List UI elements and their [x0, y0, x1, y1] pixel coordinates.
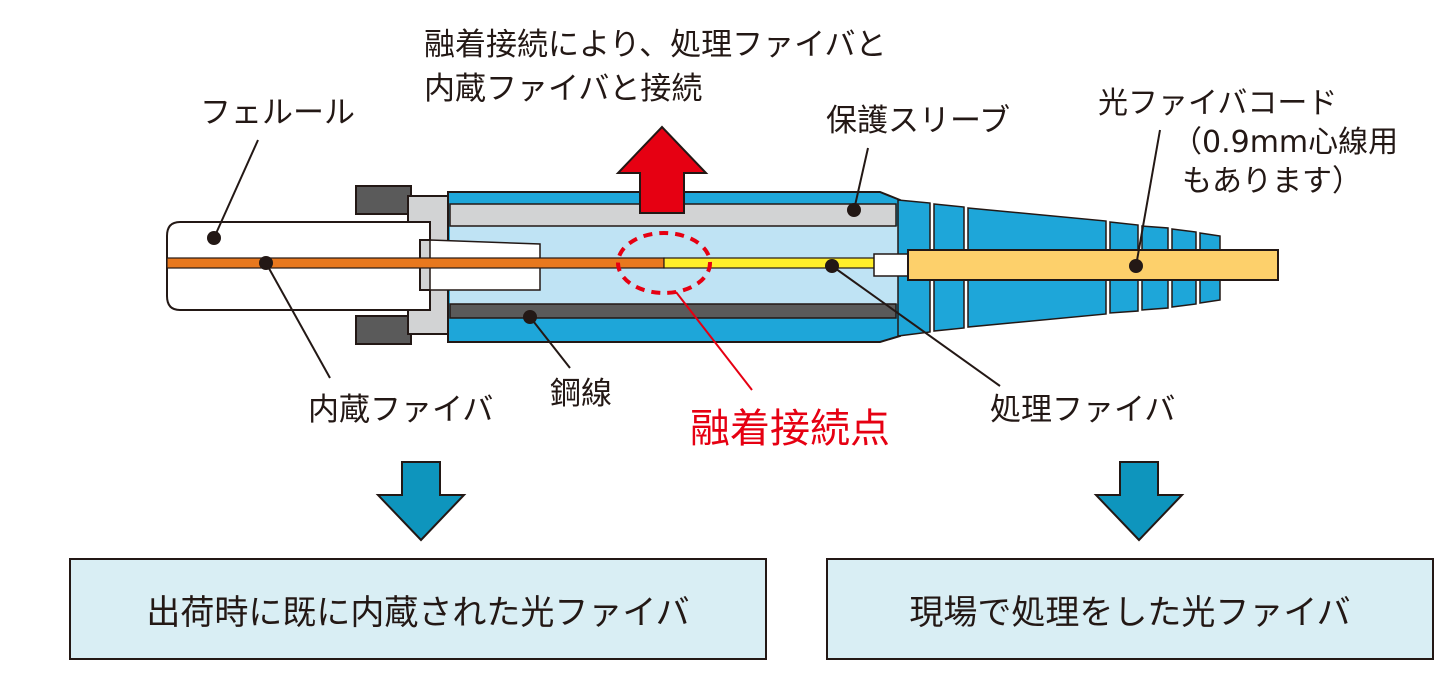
- cord-stub: [873, 253, 909, 277]
- leader-dots: [207, 203, 1143, 324]
- blue-down-arrow-left: [375, 461, 467, 542]
- fiber-cord-label-line2: （0.9mm心線用: [1172, 125, 1398, 160]
- protective-sleeve-label: 保護スリーブ: [826, 103, 1010, 139]
- builtin-fiber: [166, 257, 665, 269]
- flange-top: [355, 185, 412, 215]
- steel-wire: [449, 303, 897, 319]
- fusion-point-label: 融着接続点: [690, 406, 890, 452]
- builtin-fiber-box: 出荷時に既に内蔵された光ファイバ: [69, 558, 767, 660]
- fiber-cord-label-line3: もあります）: [1182, 164, 1362, 199]
- splice-note-line1: 融着接続により、処理ファイバと: [424, 27, 887, 63]
- ferrule-label: フェルール: [200, 95, 355, 131]
- processed-fiber: [663, 257, 877, 269]
- processed-fiber-box: 現場で処理をした光ファイバ: [826, 558, 1434, 660]
- fusion-splice-marker: [616, 231, 712, 295]
- fiber-cord-label-line1: 光ファイバコード: [1098, 86, 1337, 121]
- processed-fiber-label: 処理ファイバ: [990, 392, 1175, 428]
- splice-note-line2: 内蔵ファイバと接続: [424, 71, 702, 107]
- blue-down-arrow-right: [1093, 461, 1185, 542]
- builtin-fiber-label: 内蔵ファイバ: [308, 392, 493, 428]
- red-up-arrow: [615, 125, 709, 214]
- leader-lines: [213, 129, 1161, 387]
- fiber-cord: [907, 249, 1279, 281]
- flange-bottom: [355, 315, 412, 345]
- steel-wire-label: 鋼線: [550, 376, 612, 412]
- fusion-leader-line: [675, 291, 753, 391]
